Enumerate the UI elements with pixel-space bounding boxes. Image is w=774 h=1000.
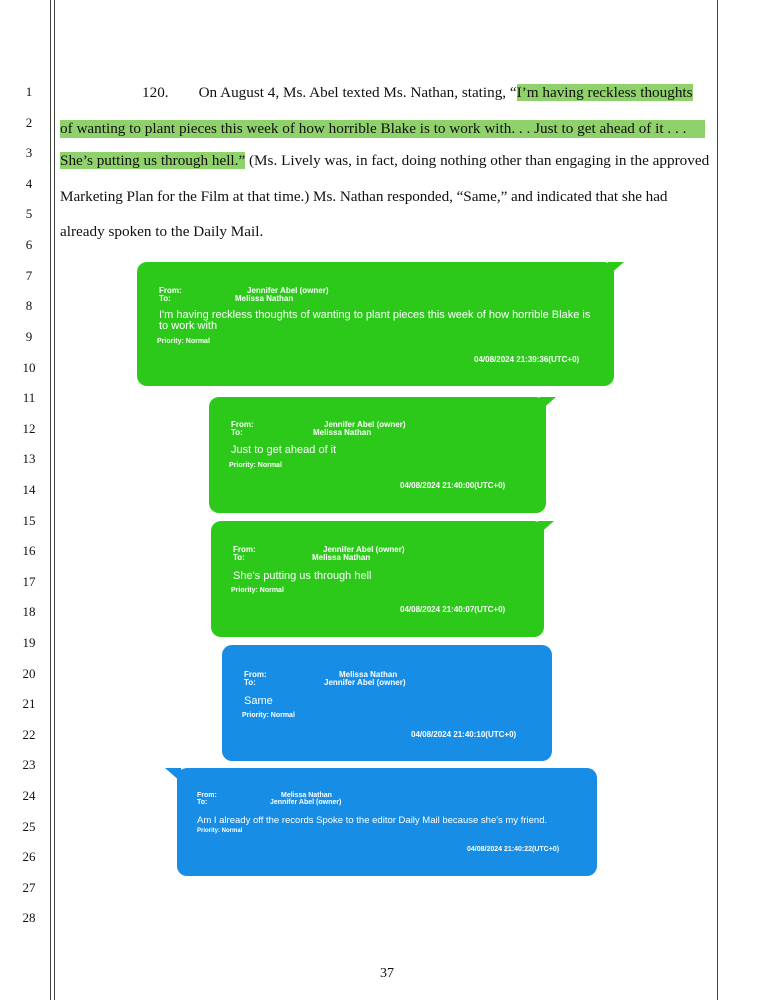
message-timestamp: 04/08/2024 21:39:36(UTC+0) bbox=[474, 355, 580, 364]
to-label: To: bbox=[244, 678, 256, 687]
line-number: 11 bbox=[22, 390, 36, 405]
line-number: 6 bbox=[25, 237, 33, 252]
priority-label: Priority: Normal bbox=[242, 712, 295, 719]
line-number: 7 bbox=[25, 268, 33, 283]
from-label: From: bbox=[231, 420, 254, 429]
message-timestamp: 04/08/2024 21:40:07(UTC+0) bbox=[400, 605, 506, 614]
message-timestamp: 04/08/2024 21:40:00(UTC+0) bbox=[400, 481, 506, 490]
message-text: She's putting us through hell bbox=[233, 570, 372, 582]
message-timestamp: 04/08/2024 21:40:22(UTC+0) bbox=[467, 846, 560, 853]
line-number: 9 bbox=[25, 329, 33, 344]
line-number: 13 bbox=[22, 451, 36, 466]
to-label: To: bbox=[231, 428, 243, 437]
line-number: 23 bbox=[22, 757, 36, 772]
paragraph-number: 120. bbox=[142, 84, 169, 101]
from-name: Jennifer Abel (owner) bbox=[324, 420, 406, 429]
priority-label: Priority: Normal bbox=[197, 828, 243, 834]
message-bubble-received: From: To: Melissa Nathan Jennifer Abel (… bbox=[222, 645, 552, 761]
from-name: Jennifer Abel (owner) bbox=[323, 545, 405, 554]
from-label: From: bbox=[233, 545, 256, 554]
bubble-tail bbox=[540, 397, 556, 411]
message-text: Same bbox=[244, 695, 273, 707]
from-name: Melissa Nathan bbox=[339, 670, 398, 679]
line-number: 2 bbox=[25, 115, 33, 130]
line-number: 25 bbox=[22, 819, 36, 834]
from-name: Melissa Nathan bbox=[281, 792, 332, 799]
priority-label: Priority: Normal bbox=[157, 338, 210, 345]
to-name: Jennifer Abel (owner) bbox=[270, 799, 342, 806]
line-number: 26 bbox=[22, 849, 36, 864]
highlighted-quote: She’s putting us through hell.” bbox=[60, 152, 246, 169]
from-label: From: bbox=[197, 792, 217, 799]
paragraph-text: (Ms. Lively was, in fact, doing nothing … bbox=[245, 152, 710, 169]
line-number: 14 bbox=[22, 482, 36, 497]
message-text: Am I already off the records Spoke to th… bbox=[197, 815, 548, 826]
highlighted-quote: of wanting to plant pieces this week of … bbox=[60, 120, 705, 138]
line-number: 5 bbox=[25, 206, 33, 221]
from-name: Jennifer Abel (owner) bbox=[247, 286, 329, 295]
message-text: Just to get ahead of it bbox=[231, 444, 337, 456]
line-number: 12 bbox=[22, 421, 36, 436]
page-number: 37 bbox=[380, 966, 394, 981]
message-bubble-received: From: To: Melissa Nathan Jennifer Abel (… bbox=[165, 768, 597, 876]
message-text: I'm having reckless thoughts of wanting … bbox=[159, 309, 591, 332]
line-number: 20 bbox=[22, 666, 36, 681]
paragraph-line-5: already spoken to the Daily Mail. bbox=[60, 223, 264, 240]
line-number: 24 bbox=[22, 788, 36, 803]
bubble-tail bbox=[608, 262, 624, 276]
to-name: Melissa Nathan bbox=[235, 294, 294, 303]
priority-label: Priority: Normal bbox=[231, 587, 284, 594]
line-number: 28 bbox=[22, 910, 36, 925]
message-bubble-sent: From: To: Jennifer Abel (owner) Melissa … bbox=[137, 262, 624, 386]
right-margin-rule bbox=[717, 0, 718, 1000]
to-name: Melissa Nathan bbox=[313, 428, 372, 437]
to-label: To: bbox=[197, 799, 208, 806]
to-label: To: bbox=[159, 294, 171, 303]
line-number: 10 bbox=[22, 360, 36, 375]
line-number: 3 bbox=[25, 145, 33, 160]
line-number: 16 bbox=[22, 543, 36, 558]
paragraph-text: On August 4, Ms. Abel texted Ms. Nathan,… bbox=[198, 84, 517, 101]
line-number: 22 bbox=[22, 727, 36, 742]
bubble-tail bbox=[538, 521, 554, 535]
paragraph-line-4: Marketing Plan for the Film at that time… bbox=[60, 188, 668, 205]
left-margin-rule-inner bbox=[54, 0, 55, 1000]
paragraph-line-2: of wanting to plant pieces this week of … bbox=[60, 120, 705, 138]
line-number: 19 bbox=[22, 635, 36, 650]
message-bubble-sent: From: To: Jennifer Abel (owner) Melissa … bbox=[211, 521, 554, 637]
paragraph-line-1: 120. On August 4, Ms. Abel texted Ms. Nat… bbox=[142, 84, 693, 102]
line-number: 1 bbox=[25, 84, 33, 99]
line-number: 27 bbox=[22, 880, 36, 895]
message-timestamp: 04/08/2024 21:40:10(UTC+0) bbox=[411, 730, 517, 739]
to-name: Jennifer Abel (owner) bbox=[324, 678, 406, 687]
message-bubble-sent: From: To: Jennifer Abel (owner) Melissa … bbox=[209, 397, 556, 513]
line-number: 18 bbox=[22, 604, 36, 619]
from-label: From: bbox=[159, 286, 182, 295]
from-label: From: bbox=[244, 670, 267, 679]
bubble-tail bbox=[165, 768, 181, 782]
line-number: 4 bbox=[25, 176, 33, 191]
paragraph-line-3: She’s putting us through hell.” (Ms. Liv… bbox=[60, 152, 709, 170]
line-number: 17 bbox=[22, 574, 36, 589]
line-number: 8 bbox=[25, 298, 33, 313]
to-label: To: bbox=[233, 553, 245, 562]
highlighted-quote: I’m having reckless thoughts bbox=[516, 84, 693, 101]
priority-label: Priority: Normal bbox=[229, 462, 282, 469]
left-margin-rule-outer bbox=[50, 0, 51, 1000]
line-number: 21 bbox=[22, 696, 36, 711]
to-name: Melissa Nathan bbox=[312, 553, 371, 562]
line-number: 15 bbox=[22, 513, 36, 528]
